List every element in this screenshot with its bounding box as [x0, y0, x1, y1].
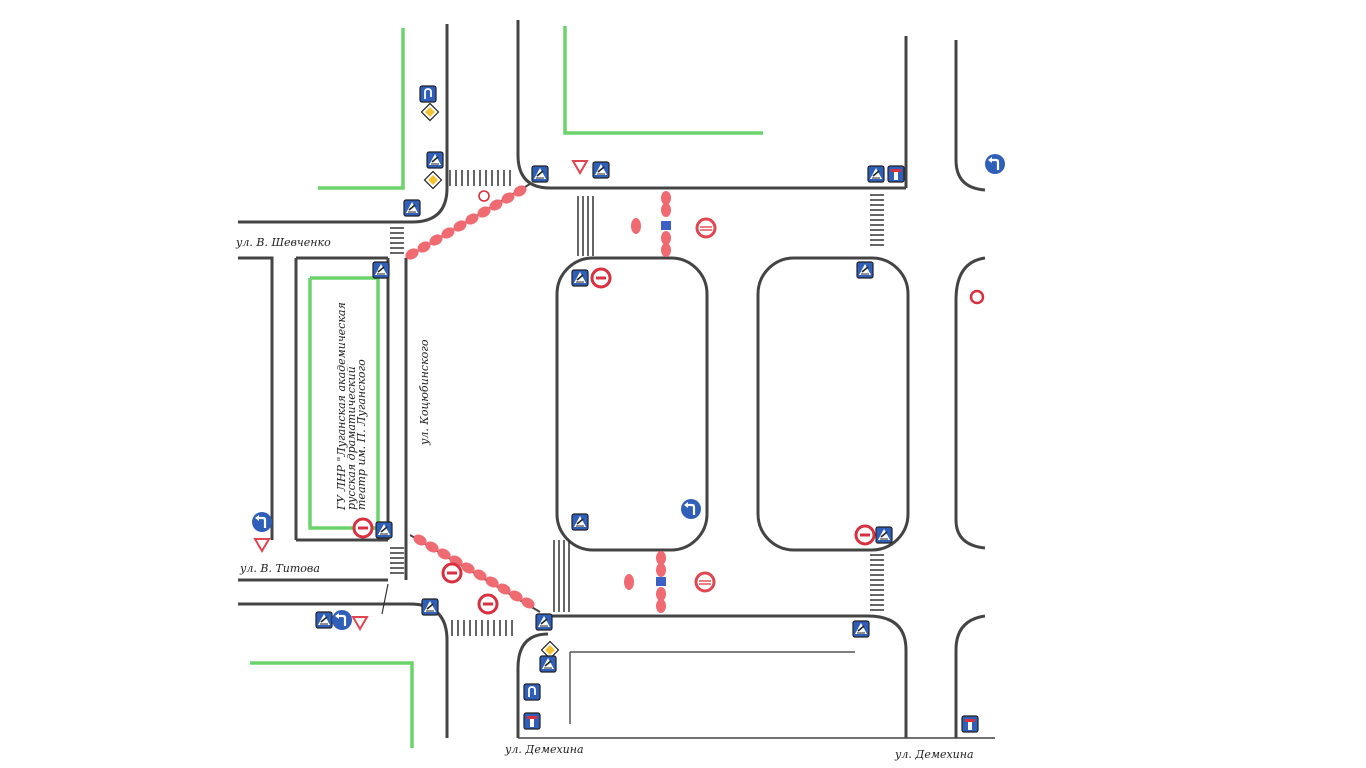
crosswalk-lower-block [553, 540, 570, 612]
green-zones [250, 26, 763, 748]
barrier-diagonal-lower [413, 534, 535, 609]
no-entry-sign-icon [477, 593, 499, 615]
barrier-diagonal-upper [405, 185, 527, 260]
crosswalk-sign-icon [571, 269, 589, 287]
yield-sign-icon [572, 160, 588, 174]
crosswalk-sign-icon [535, 613, 553, 631]
no-entry-sign-icon [441, 562, 463, 584]
main-road-sign-icon [420, 102, 440, 122]
crosswalk-sign-icon [315, 611, 333, 629]
building-label: ГУ ЛНР "Луганская академическая русская … [335, 302, 368, 511]
crosswalk-upper-block [577, 196, 594, 256]
crosswalk-sign-icon [571, 513, 589, 531]
crosswalk-sign-icon [403, 199, 421, 217]
street-label-demekhina-right: ул. Демехина [894, 748, 974, 761]
crosswalk-sign-icon [875, 526, 893, 544]
street-label-titova: ул. В. Титова [239, 562, 320, 575]
no-stopping-sign-icon [695, 217, 717, 239]
crosswalk-sign-icon [372, 261, 390, 279]
crosswalk-sign-icon [539, 655, 557, 673]
dead-end-sign-icon [523, 712, 541, 730]
main-road-sign-icon [423, 170, 443, 190]
crosswalk-left-vertical-bottom [390, 547, 404, 574]
signs [250, 85, 1007, 733]
no-entry-sign-icon [352, 517, 374, 539]
turn-sign-icon [330, 608, 354, 632]
uturn-sign-icon [419, 85, 437, 103]
dead-end-sign-icon [961, 715, 979, 733]
yield-sign-icon [352, 616, 368, 630]
crosswalk-sign-icon [856, 261, 874, 279]
turn-sign-icon [983, 152, 1007, 176]
street-label-shevchenko: ул. В. Шевченко [235, 236, 331, 249]
crosswalk-left-vertical-top [390, 227, 404, 254]
barrier-vertical-upper [631, 191, 671, 257]
building-label-line-1: ГУ ЛНР "Луганская академическая [335, 302, 348, 511]
crosswalk-sign-icon [867, 165, 885, 183]
building-label-line-2: русская драматический [345, 366, 358, 510]
crosswalk-bottom-left [451, 620, 513, 636]
barrier-vertical-lower [624, 551, 666, 613]
turn-sign-icon [679, 497, 703, 521]
no-stopping-sign-icon [694, 571, 716, 593]
crosswalk-sign-icon [421, 598, 439, 616]
yield-sign-icon [254, 538, 270, 552]
crosswalk-sign-icon [426, 151, 444, 169]
parking-sign-icon [523, 683, 541, 701]
crosswalk-right-upper [870, 194, 884, 246]
street-label-demekhina-left: ул. Демехина [504, 743, 584, 756]
no-entry-sign-icon [590, 267, 612, 289]
crosswalk-right-lower [870, 554, 884, 611]
crosswalk-sign-icon [852, 620, 870, 638]
turn-sign-icon [250, 510, 274, 534]
crosswalk-top-left [449, 170, 511, 186]
no-parking-sign-icon [969, 289, 985, 305]
dead-end-sign-icon [887, 165, 905, 183]
speed-bump-sign-icon [478, 190, 490, 202]
street-label-vertical: ул. Коцюбинского [418, 339, 431, 446]
crosswalk-sign-icon [592, 161, 610, 179]
crosswalk-sign-icon [375, 521, 393, 539]
no-entry-sign-icon [854, 524, 876, 546]
crosswalk-sign-icon [531, 165, 549, 183]
building-label-line-3: театр им. П. Луганского [355, 359, 368, 510]
